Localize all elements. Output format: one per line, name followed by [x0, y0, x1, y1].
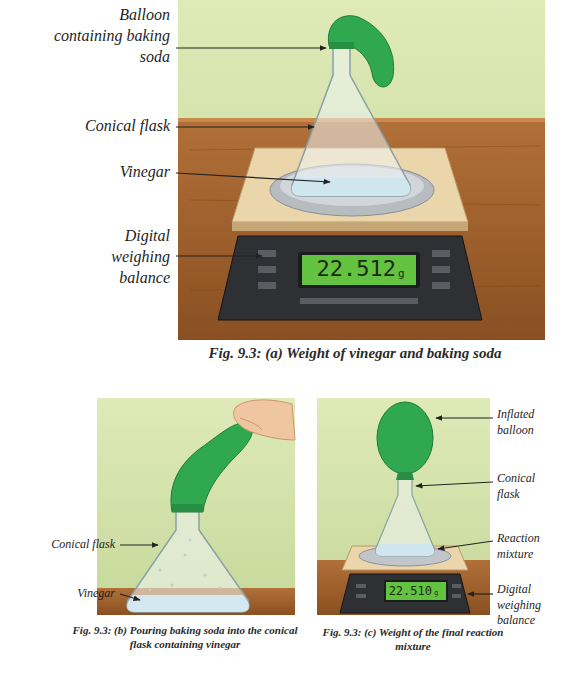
callout-label: Vinegar: [20, 162, 170, 183]
display-unit: g: [398, 268, 412, 279]
callout-label: Inflated balloon: [497, 407, 567, 438]
callout-label: Vinegar: [5, 586, 115, 602]
callout-label: Digital weighing balance: [88, 226, 170, 288]
callout-label: Conical flask: [5, 537, 115, 553]
figure-caption: Fig. 9.3: (a) Weight of vinegar and baki…: [195, 344, 515, 364]
callout-label: Conical flask: [20, 116, 170, 137]
callout-label: Reaction mixture: [497, 531, 569, 562]
callout-label: Balloon containing baking soda: [50, 5, 170, 67]
callout-label: Digital weighing balance: [497, 582, 569, 629]
figure-caption: Fig. 9.3: (c) Weight of the final reacti…: [316, 625, 510, 654]
callout-label: Conical flask: [497, 471, 559, 502]
display-unit: g: [434, 590, 444, 597]
figure-caption: Fig. 9.3: (b) Pouring baking soda into t…: [62, 623, 308, 652]
display-reading: 22.510: [386, 585, 432, 597]
display-reading: 22.512: [316, 258, 396, 280]
